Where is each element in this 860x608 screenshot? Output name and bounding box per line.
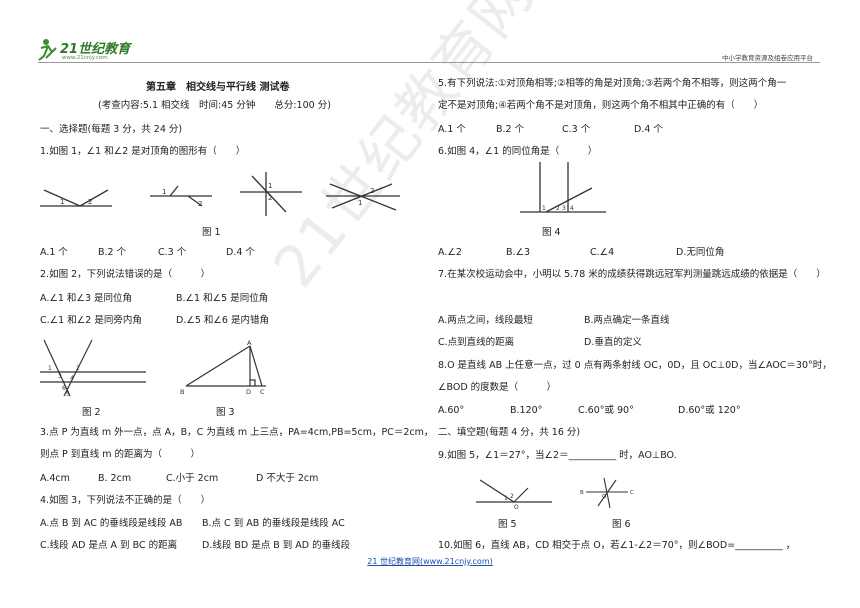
svg-text:2: 2 [76, 365, 80, 372]
question-8-option-b: B.120° [510, 405, 543, 416]
svg-text:1: 1 [162, 188, 166, 196]
figure-2: 13 4 65 2 [40, 339, 146, 398]
svg-text:B: B [180, 388, 184, 396]
svg-text:C: C [630, 490, 634, 496]
question-6-option-c: C.∠4 [590, 247, 615, 258]
question-8-option-c: C.60°或 90° [578, 405, 634, 416]
footer-link[interactable]: 21 世纪教育网(www.21cnjy.com) [367, 557, 493, 566]
svg-text:O: O [514, 504, 519, 511]
question-2-stem: 2.如图 2，下列说法错误的是（ ） [40, 269, 211, 280]
svg-text:4: 4 [70, 375, 74, 382]
question-4-option-a: A.点 B 到 AC 的垂线段是线段 AB [40, 518, 183, 529]
svg-text:6: 6 [62, 385, 66, 392]
svg-text:2: 2 [370, 187, 374, 195]
question-5-line-2: 定不是对顶角;④若两个角不是对顶角，则这两个角不相其中正确的有（ ） [438, 100, 764, 111]
question-1-option-d: D.4 个 [226, 247, 255, 258]
svg-text:1: 1 [48, 365, 52, 372]
question-8-option-d: D.60°或 120° [678, 405, 741, 416]
question-7-option-a: A.两点之间，线段最短 [438, 315, 533, 326]
svg-text:1: 1 [542, 205, 546, 212]
section-heading-fill: 二、填空题(每题 4 分，共 16 分) [438, 427, 581, 438]
question-7-option-d: D.垂直的定义 [584, 337, 642, 348]
question-2-option-c: C.∠1 和∠2 是同旁内角 [40, 315, 142, 326]
question-1-option-c: C.3 个 [158, 247, 187, 258]
question-1-stem: 1.如图 1，∠1 和∠2 是对顶角的图形有（ ） [40, 146, 246, 157]
question-6-option-d: D.无同位角 [676, 247, 725, 258]
figure-3: A B D C [180, 339, 266, 396]
question-3-line-2: 则点 P 到直线 m 的距离为（ ） [40, 449, 201, 460]
page-title: 第五章 相交线与平行线 测试卷 [146, 82, 290, 93]
svg-text:2: 2 [510, 493, 514, 500]
question-9-stem: 9.如图 5，∠1＝27°，当∠2＝__________ 时，AO⊥BO. [438, 450, 677, 461]
svg-text:2: 2 [198, 200, 202, 208]
question-1-option-a: A.1 个 [40, 247, 68, 258]
question-6-option-a: A.∠2 [438, 247, 462, 258]
svg-text:1: 1 [60, 198, 64, 206]
svg-text:4: 4 [570, 205, 574, 212]
logo [38, 36, 128, 66]
svg-text:1: 1 [358, 199, 362, 207]
svg-text:3: 3 [562, 205, 566, 212]
question-7-stem: 7.在某次校运动会中，小明以 5.78 米的成绩获得跳远冠军判测量跳远成绩的依据… [438, 269, 826, 280]
question-3-option-d: D 不大于 2cm [256, 473, 319, 484]
question-1-option-b: B.2 个 [98, 247, 127, 258]
question-5-option-b: B.2 个 [496, 124, 525, 135]
logo-subtext: www.21cnjy.com [62, 55, 108, 61]
section-heading-choice: 一、选择题(每题 3 分，共 24 分) [40, 124, 183, 135]
figure-1-caption: 图 1 [202, 227, 221, 238]
subtitle: (考查内容:5.1 相交线 时间:45 分钟 总分:100 分) [98, 100, 331, 111]
svg-text:B: B [580, 490, 584, 496]
question-4-stem: 4.如图 3，下列说法不正确的是（ ） [40, 495, 211, 506]
question-7-option-c: C.点到直线的距离 [438, 337, 515, 348]
question-5-option-d: D.4 个 [634, 124, 663, 135]
svg-text:3: 3 [58, 373, 62, 380]
question-8-line-2: ∠BOD 的度数是（ ） [438, 382, 557, 393]
logo-text: 21世纪教育 [60, 42, 131, 57]
figure-4-caption: 图 4 [542, 227, 561, 238]
platform-label: 中小学教育资源及组卷应用平台 [722, 54, 813, 62]
figure-3-caption: 图 3 [216, 407, 235, 418]
svg-text:O: O [602, 494, 607, 500]
question-7-option-b: B.两点确定一条直线 [584, 315, 670, 326]
question-8-line-1: 8.O 是直线 AB 上任意一点，过 0 点有两条射线 OC，0D，且 OC⊥0… [438, 360, 832, 371]
svg-text:1: 1 [504, 495, 508, 502]
question-3-option-b: B. 2cm [98, 473, 132, 484]
svg-text:5: 5 [66, 391, 70, 398]
question-3-option-a: A.4cm [40, 473, 70, 484]
question-5-option-c: C.3 个 [562, 124, 591, 135]
question-2-option-b: B.∠1 和∠5 是同位角 [176, 293, 269, 304]
question-2-option-d: D.∠5 和∠6 是内错角 [176, 315, 269, 326]
question-4-option-d: D.线段 BD 是点 B 到 AD 的垂线段 [202, 540, 351, 551]
svg-text:A: A [247, 339, 252, 347]
figure-6-caption: 图 6 [612, 519, 631, 530]
header-rule [38, 62, 820, 63]
svg-text:2: 2 [556, 205, 560, 212]
figure-2-caption: 图 2 [82, 407, 101, 418]
question-10-stem: 10.如图 6，直线 AB，CD 相交于点 O，若∠1-∠2＝70°，则∠BOD… [438, 540, 796, 551]
question-6-option-b: B.∠3 [506, 247, 531, 258]
runner-logo-icon [38, 39, 57, 61]
question-4-option-b: B.点 C 到 AB 的垂线段是线段 AC [202, 518, 345, 529]
question-4-option-c: C.线段 AD 是点 A 到 BC 的距离 [40, 540, 178, 551]
question-3-option-c: C.小于 2cm [166, 473, 219, 484]
question-5-option-a: A.1 个 [438, 124, 466, 135]
question-3-line-1: 3.点 P 为直线 m 外一点，点 A，B，C 为直线 m 上三点，PA=4cm… [40, 427, 434, 438]
figure-5-caption: 图 5 [498, 519, 517, 530]
svg-text:2: 2 [88, 198, 92, 206]
svg-text:1: 1 [268, 182, 272, 190]
svg-text:2: 2 [268, 194, 272, 202]
question-2-option-a: A.∠1 和∠3 是同位角 [40, 293, 133, 304]
question-5-line-1: 5.有下列说法:①对顶角相等;②相等的角是对顶角;③若两个角不相等，则这两个角一 [438, 78, 787, 89]
question-8-option-a: A.60° [438, 405, 465, 416]
question-6-stem: 6.如图 4，∠1 的同位角是（ ） [438, 146, 598, 157]
svg-text:C: C [260, 388, 265, 396]
svg-text:D: D [246, 388, 251, 396]
